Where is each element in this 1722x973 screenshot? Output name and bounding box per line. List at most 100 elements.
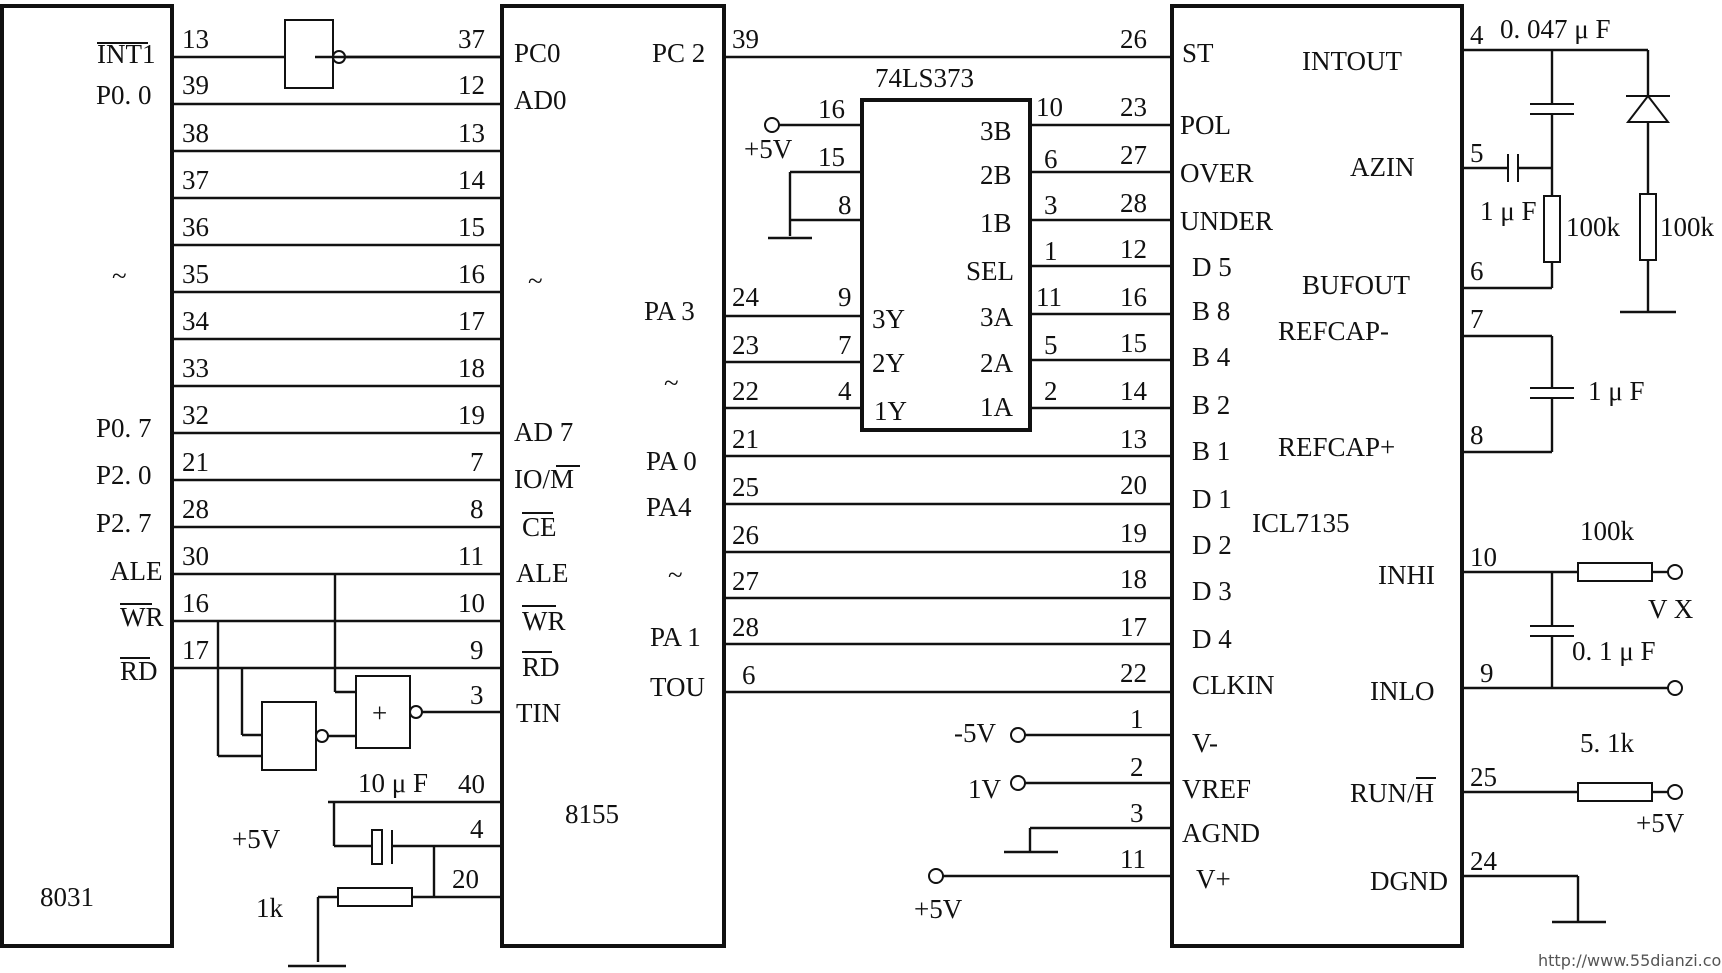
label-dgnd: DGND bbox=[1370, 866, 1448, 896]
pin-icl-azin: 5 bbox=[1470, 138, 1484, 168]
pin-icl-dgnd: 24 bbox=[1470, 846, 1498, 876]
pin-icl-d3: 18 bbox=[1120, 564, 1147, 594]
label-d2: D 2 bbox=[1192, 530, 1232, 560]
label-p27: P2. 7 bbox=[96, 508, 152, 538]
bus-8031-8155 bbox=[172, 55, 502, 670]
watermark: http://www.55dianzi.com bbox=[1538, 951, 1722, 970]
pin-icl-b4: 15 bbox=[1120, 328, 1147, 358]
bus-8155-icl bbox=[724, 55, 1172, 694]
gate-network: + bbox=[216, 574, 502, 771]
label-pa3: PA 3 bbox=[644, 296, 695, 326]
pins-icl-right: 4 5 6 7 8 10 9 25 24 bbox=[1470, 20, 1498, 876]
pin-8155-pa4: 25 bbox=[732, 472, 759, 502]
label-d1: D 1 bbox=[1192, 484, 1232, 514]
pin-8155-gnd: 20 bbox=[452, 864, 479, 894]
chip-icl7135-name: ICL7135 bbox=[1252, 508, 1350, 538]
label-wr-8031: WR bbox=[120, 602, 164, 632]
pin-8031-38: 38 bbox=[182, 118, 209, 148]
pin-8031-34: 34 bbox=[182, 306, 210, 336]
label-azin: AZIN bbox=[1350, 152, 1414, 182]
pin-8155-18: 18 bbox=[458, 353, 485, 383]
label-5v-vplus: +5V bbox=[914, 894, 963, 924]
pin-373-8: 8 bbox=[838, 190, 852, 220]
pin-8031-33: 33 bbox=[182, 353, 209, 383]
pin-8155-iom: 7 bbox=[470, 447, 484, 477]
label-inhi: INHI bbox=[1378, 560, 1435, 590]
label-1b: 1B bbox=[980, 208, 1012, 238]
pin-8155-vcc: 40 bbox=[458, 769, 485, 799]
pin-8155-pa1: 28 bbox=[732, 612, 759, 642]
label-pa1: PA 1 bbox=[650, 622, 701, 652]
pin-8155-22: 22 bbox=[732, 376, 759, 406]
pin-373-15: 15 bbox=[818, 142, 845, 172]
label-ad7: AD 7 bbox=[514, 417, 573, 447]
pin-8031-p00: 39 bbox=[182, 70, 209, 100]
label-agnd: AGND bbox=[1182, 818, 1260, 848]
label-rd-8155: RD bbox=[522, 652, 560, 682]
label-pc0: PC0 bbox=[514, 38, 561, 68]
chip-74ls373-name: 74LS373 bbox=[875, 63, 974, 93]
pin-8031-int1: 13 bbox=[182, 24, 209, 54]
pin-373-6: 6 bbox=[1044, 144, 1058, 174]
label-rd-8031: RD bbox=[120, 656, 158, 686]
label-tilde-8155-r1: ~ bbox=[664, 368, 679, 398]
pin-icl-vminus: 1 bbox=[1130, 704, 1144, 734]
label-tilde-8155-r2: ~ bbox=[668, 560, 683, 590]
label-tin: TIN bbox=[516, 698, 561, 728]
pin-8031-p20: 21 bbox=[182, 447, 209, 477]
pin-8155-ale: 11 bbox=[458, 541, 484, 571]
pin-8155-wr: 10 bbox=[458, 588, 485, 618]
pin-8031-p27: 28 bbox=[182, 494, 209, 524]
pins-8155-right: 39 24 23 22 21 25 26 27 28 6 bbox=[732, 24, 760, 690]
pin-8155-pc0: 37 bbox=[458, 24, 485, 54]
label-pc2: PC 2 bbox=[652, 38, 705, 68]
chip-icl7135-body bbox=[1170, 4, 1464, 948]
label-tou: TOU bbox=[650, 672, 705, 702]
label-d4: D 4 bbox=[1192, 624, 1232, 654]
pin-icl-vref: 2 bbox=[1130, 752, 1144, 782]
label-pa0: PA 0 bbox=[646, 446, 697, 476]
label-r100k-in: 100k bbox=[1580, 516, 1635, 546]
label-under: UNDER bbox=[1180, 206, 1273, 236]
chip-8031-body bbox=[0, 4, 174, 948]
pin-icl-bufout: 6 bbox=[1470, 256, 1484, 286]
pin-8155-tin: 3 bbox=[470, 680, 484, 710]
labels-8031: INT1 P0. 0 ~ P0. 7 P2. 0 P2. 7 ALE WR RD bbox=[96, 39, 164, 686]
label-1a: 1A bbox=[980, 392, 1014, 422]
pin-8155-23: 23 bbox=[732, 330, 759, 360]
label-run-h: RUN/H bbox=[1350, 778, 1434, 808]
labels-8155-right: PC 2 PA 3 ~ PA 0 PA4 ~ PA 1 TOU bbox=[644, 38, 705, 702]
label-vplus: V+ bbox=[1196, 864, 1231, 894]
label-io-m: IO/M bbox=[514, 464, 574, 494]
label-2y: 2Y bbox=[872, 348, 905, 378]
label-pol: POL bbox=[1180, 110, 1231, 140]
pins-8155-left: 37 12 13 14 15 16 17 18 19 7 8 11 10 9 3… bbox=[452, 24, 486, 894]
label-over: OVER bbox=[1180, 158, 1254, 188]
pin-icl-over: 27 bbox=[1120, 140, 1147, 170]
pin-373-10: 10 bbox=[1036, 92, 1063, 122]
pin-373-11: 11 bbox=[1036, 282, 1062, 312]
pin-373-9: 9 bbox=[838, 282, 852, 312]
label-10uf: 10 μ F bbox=[358, 768, 428, 798]
label-b4: B 4 bbox=[1192, 342, 1231, 372]
pin-8155-13: 13 bbox=[458, 118, 485, 148]
labels-icl-right: INTOUT AZIN BUFOUT REFCAP- REFCAP+ INHI … bbox=[1278, 46, 1448, 896]
reset-network bbox=[288, 800, 502, 968]
label-intout: INTOUT bbox=[1302, 46, 1402, 76]
chip-8155-body bbox=[500, 4, 726, 948]
pin-icl-run: 25 bbox=[1470, 762, 1497, 792]
label-b2: B 2 bbox=[1192, 390, 1230, 420]
pin-8031-p07: 32 bbox=[182, 400, 209, 430]
pins-icl-left: 26 23 27 28 12 16 15 14 13 20 19 18 17 2… bbox=[1120, 24, 1148, 874]
label-2a: 2A bbox=[980, 348, 1014, 378]
pin-icl-inlo: 9 bbox=[1480, 658, 1494, 688]
label-tilde-8155-left: ~ bbox=[528, 266, 543, 296]
pin-8155-pc2: 39 bbox=[732, 24, 759, 54]
pin-8155-rd: 9 bbox=[470, 635, 484, 665]
pin-8155-27: 27 bbox=[732, 566, 759, 596]
label-5v-reset: +5V bbox=[232, 824, 281, 854]
pin-8155-16: 16 bbox=[458, 259, 485, 289]
pin-8155-15: 15 bbox=[458, 212, 485, 242]
label-sel: SEL bbox=[966, 256, 1014, 286]
pin-8031-wr: 16 bbox=[182, 588, 209, 618]
